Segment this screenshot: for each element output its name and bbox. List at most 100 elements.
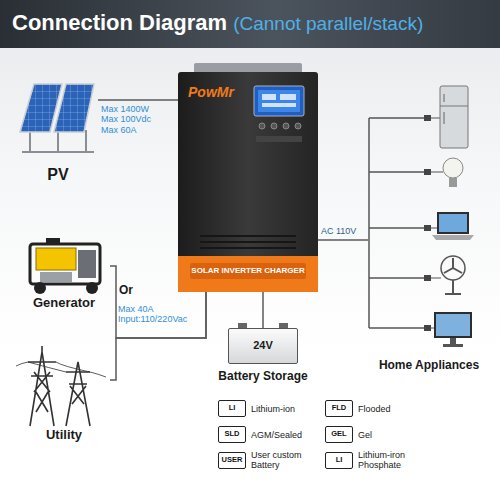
generator-art [30,244,100,284]
battery-voltage: 24V [228,339,298,352]
inverter-art [258,90,300,112]
solar-panel-art [22,130,94,152]
inverter-art [283,123,289,129]
node-label: Utility [18,428,110,443]
battery-type-item: SLD AGM/Sealed [218,424,313,448]
battery-type-item: USER User custom Battery [218,450,313,474]
plug-symbol [424,275,431,281]
battery-type-code: USER [218,456,246,465]
plug-symbol [424,115,431,331]
plug-symbol [424,325,431,331]
battery-type-code: GEL [325,430,353,439]
connector-line [98,99,178,101]
battery-type-name: Lithium-iron Phosphate [358,450,420,471]
inverter-art [295,123,301,129]
node-label: Generator [18,296,110,311]
node-label: Battery Storage [213,370,313,384]
title-note: (Cannot parallel/stack) [233,13,423,35]
choice-label: Or [119,284,133,298]
node-label: Home Appliances [368,359,490,373]
diagram-title: Connection Diagram [12,10,227,36]
title-row: Connection Diagram (Cannot parallel/stack… [12,10,492,36]
monitor-art [450,338,456,344]
inverter-art [271,123,277,129]
node-label: PV [18,166,98,184]
battery-type-item: GEL Gel [325,424,420,448]
generator-node: Generator [18,228,110,312]
generator-art [34,282,46,294]
battery-type-name: Lithium-ion [251,404,313,414]
generator-art [30,238,100,294]
inverter-node: PowMrSOLAR INVERTER CHARGER [178,72,318,292]
bulb-art [443,158,463,178]
inverter-art [280,94,296,100]
generator-art [86,282,98,294]
inverter-art [200,236,296,248]
fan-art [441,256,465,280]
solar-panel-art [54,84,94,132]
power-tower-art [16,346,106,426]
inverter-art [178,256,318,292]
monitor-art [443,344,463,347]
plug-symbol [424,115,431,121]
connector-line [110,266,206,338]
inverter-art [254,86,304,116]
connector-label: AC 110V [321,226,367,236]
battery-node: 24V Battery Storage [213,328,313,388]
power-tower-art [16,362,106,377]
appliance-wiring [369,118,424,328]
laptop-art [439,214,467,232]
battery-type-code: LI [325,456,353,465]
plug-symbol [424,169,431,175]
monitor-art [434,312,472,347]
battery-type-code: LI [218,404,246,413]
inverter-art [178,72,318,292]
inverter-art [178,63,318,292]
appliance-wiring [369,118,443,328]
laptop-art [432,235,474,240]
utility-node: Utility [18,340,110,445]
fridge-art [440,94,468,124]
battery-type-name: User custom Battery [251,450,313,471]
battery-type-name: AGM/Sealed [251,430,313,440]
fan-art [445,280,461,294]
connector-label: Max 1400W Max 100Vdc Max 60A [101,104,161,135]
battery-type-code: SLD [218,430,246,439]
solar-panel-art [20,84,94,152]
appliances-node: Home Appliances [368,85,490,375]
battery-type-item: LI Lithium-iron Phosphate [325,450,420,474]
battery-type-item: FLD Flooded [325,398,420,422]
laptop-art [437,212,469,234]
plug-symbol [424,225,431,231]
laptop-art [432,212,474,240]
fan-art [444,258,462,273]
battery-type-code: FLD [325,404,353,413]
connector-line [262,292,264,328]
battery-type-item: LI Lithium-ion [218,398,313,422]
inverter-art [256,136,302,142]
fan-art [441,256,465,294]
inverter-art [262,103,296,107]
inverter-art [259,123,265,129]
power-tower-art [28,346,56,426]
battery-type-name: Gel [358,430,420,440]
monitor-art [436,314,470,336]
connector-line [318,239,368,241]
inverter-art [262,94,276,100]
generator-art [40,272,72,282]
generator-art [78,250,96,278]
battery-type-name: Flooded [358,404,420,414]
bulb-art [449,178,457,187]
monitor-art [434,312,472,338]
device-label: SOLAR INVERTER CHARGER [178,266,318,275]
bulb-art [443,158,463,187]
generator-art [36,248,76,270]
fridge-art [440,86,468,148]
connector-line [110,292,206,380]
solar-panel-node: PV [18,72,98,187]
brand-name: PowMr [188,84,268,100]
connector-label: Max 40A Input:110/220Vac [118,304,202,325]
